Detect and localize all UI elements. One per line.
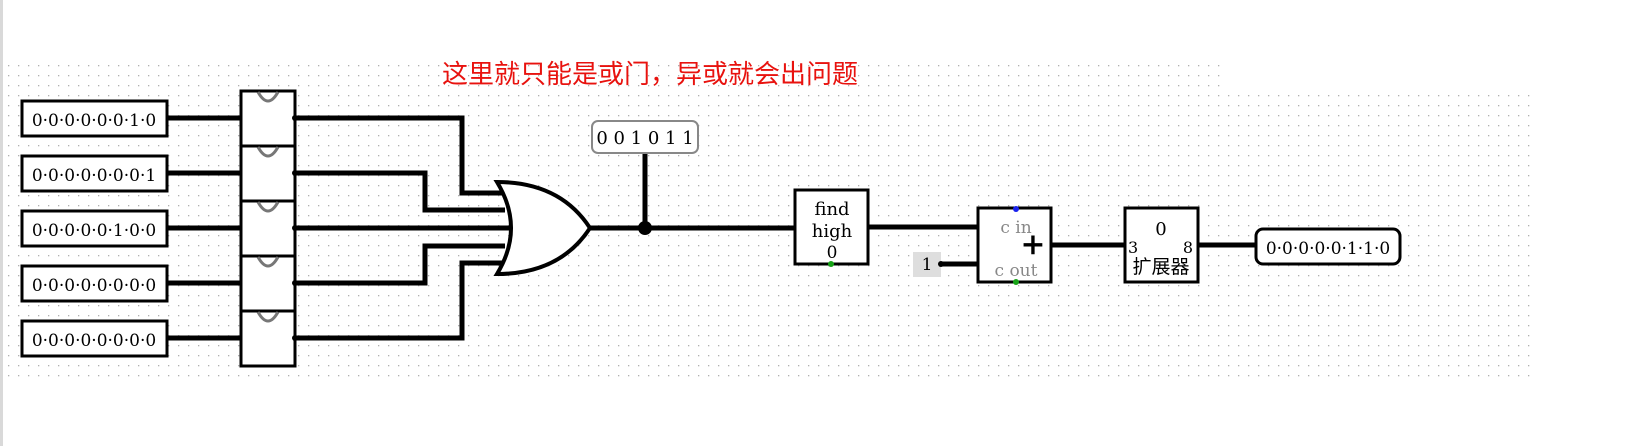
constant-value: 1 bbox=[922, 255, 933, 275]
adder-cout-label: c out bbox=[995, 261, 1038, 281]
input-pin-1[interactable]: 0·0·0·0·0·0·1·0 bbox=[20, 99, 169, 138]
extender-out-width: 8 bbox=[1183, 238, 1193, 257]
find-high-output-label: 0 bbox=[827, 243, 838, 263]
or-input-wires bbox=[295, 115, 512, 341]
extender-top-label: 0 bbox=[1155, 219, 1166, 240]
find-high-block[interactable]: find high 0 bbox=[793, 188, 870, 267]
grid-dots bbox=[8, 65, 1530, 377]
input-pin-1-value: 0·0·0·0·0·0·1·0 bbox=[32, 111, 156, 131]
input-pin-5[interactable]: 0·0·0·0·0·0·0·0 bbox=[20, 319, 169, 358]
input-pin-2[interactable]: 0·0·0·0·0·0·0·1 bbox=[20, 154, 169, 193]
adder-cout-port bbox=[1013, 279, 1019, 285]
input-wires bbox=[167, 115, 241, 341]
input-pin-5-value: 0·0·0·0·0·0·0·0 bbox=[32, 331, 156, 351]
probe-display[interactable]: 0 0 1 0 1 1 bbox=[591, 120, 699, 154]
extender-label: 扩展器 bbox=[1132, 256, 1189, 278]
or-gate[interactable] bbox=[493, 179, 593, 277]
find-high-label-1: find bbox=[814, 199, 849, 220]
output-pin[interactable]: 0·0·0·0·0·1·1·0 bbox=[1254, 227, 1402, 266]
constant-junction bbox=[938, 261, 944, 267]
bit-extender-block[interactable]: 0 3 8 扩展器 bbox=[1123, 206, 1200, 284]
input-pin-3-value: 0·0·0·0·0·1·0·0 bbox=[32, 221, 156, 241]
adder-cin-port bbox=[1013, 206, 1019, 212]
constant-one[interactable]: 1 bbox=[913, 252, 941, 277]
input-pin-2-value: 0·0·0·0·0·0·0·1 bbox=[32, 166, 156, 186]
canvas-margin bbox=[1597, 0, 1647, 446]
extender-in-width: 3 bbox=[1128, 238, 1138, 257]
register-clock-icon bbox=[256, 91, 280, 323]
wire-junction bbox=[638, 221, 652, 235]
find-high-port bbox=[828, 261, 834, 267]
adder-cin-label: c in bbox=[1000, 218, 1031, 238]
input-pin-3[interactable]: 0·0·0·0·0·1·0·0 bbox=[20, 209, 169, 248]
register-stack[interactable] bbox=[239, 89, 297, 368]
input-pin-4-value: 0·0·0·0·0·0·0·0 bbox=[32, 276, 156, 296]
register-junctions bbox=[292, 115, 298, 341]
input-pin-4[interactable]: 0·0·0·0·0·0·0·0 bbox=[20, 264, 169, 303]
find-high-label-2: high bbox=[812, 221, 853, 242]
adder-block[interactable]: c in c out + bbox=[976, 206, 1053, 285]
probe-value: 0 0 1 0 1 1 bbox=[596, 128, 693, 149]
adder-plus-icon: + bbox=[1020, 227, 1045, 262]
window-edge bbox=[0, 0, 3, 446]
output-pin-value: 0·0·0·0·0·1·1·0 bbox=[1266, 239, 1390, 259]
annotation-text: 这里就只能是或门，异或就会出问题 bbox=[442, 60, 858, 90]
